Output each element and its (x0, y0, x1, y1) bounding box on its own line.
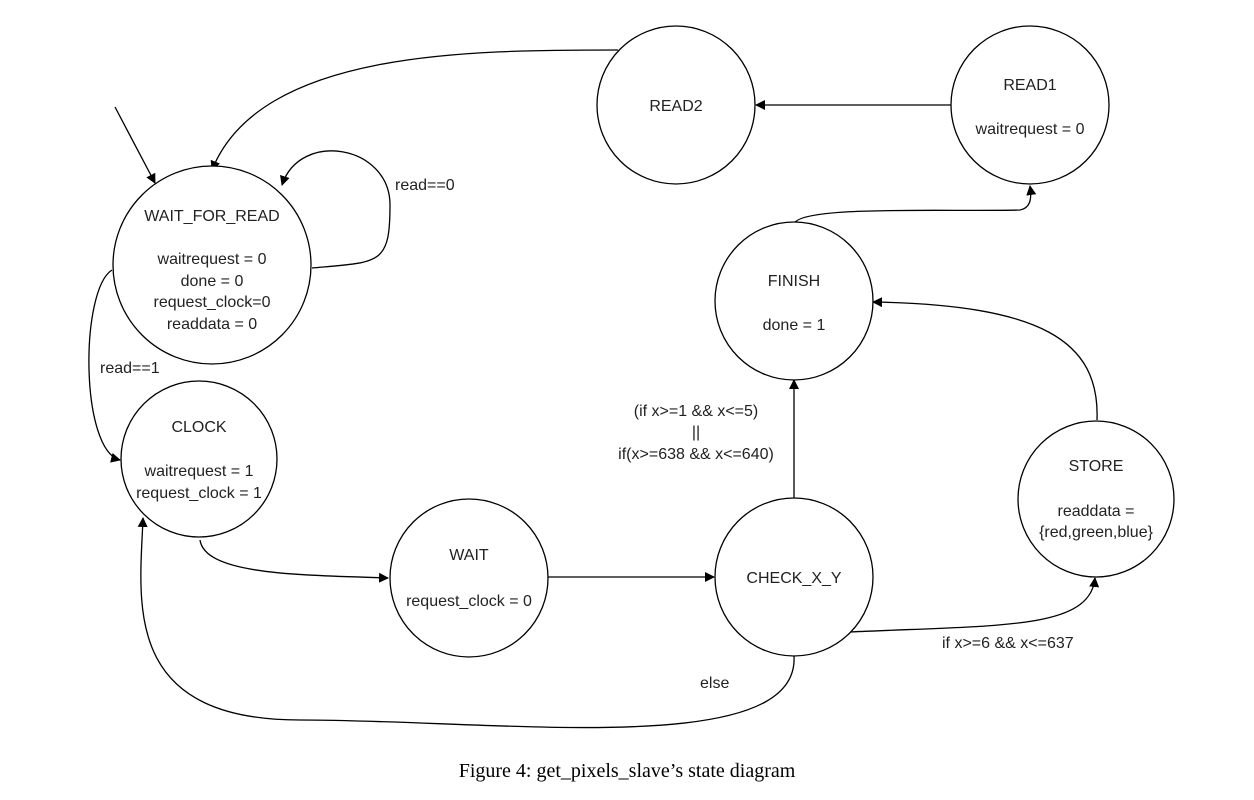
state-read1 (950, 25, 1110, 185)
state-line: readdata = 0 (167, 316, 257, 333)
edge-finish-to-read1 (793, 185, 1037, 225)
state-line: request_clock = 1 (136, 485, 262, 502)
state-wait (389, 498, 549, 658)
initial-arrow (114, 106, 156, 184)
state-store (1017, 420, 1175, 578)
state-read2 (596, 25, 756, 185)
state-title-read2: READ2 (649, 98, 702, 115)
state-title-store: STORE (1069, 458, 1124, 475)
transition-label-check-to-finish: (if x>=1 && x<=5) (634, 403, 759, 420)
state-title-wait: WAIT (449, 547, 489, 564)
state-wait-for-read (112, 165, 312, 365)
transition-label-read-eq-0: read==0 (395, 177, 455, 194)
state-line: readdata = (1058, 503, 1135, 520)
transition-label-else: else (700, 675, 729, 692)
state-title-check-x-y: CHECK_X_Y (746, 570, 841, 587)
edge-read2-to-wait-for-read (210, 49, 619, 171)
state-title-wait-for-read: WAIT_FOR_READ (144, 208, 279, 225)
state-line: done = 1 (763, 317, 826, 334)
state-title-finish: FINISH (768, 273, 820, 290)
transition-label-read-eq-1: read==1 (100, 360, 160, 377)
state-line: request_clock = 0 (406, 593, 532, 610)
edge-wait-for-read-to-clock (88, 269, 121, 463)
edge-store-to-finish (872, 297, 1098, 421)
edge-check-x-y-else-to-clock (137, 517, 795, 729)
edge-clock-to-wait (199, 539, 389, 583)
state-clock (120, 380, 278, 538)
figure-caption: Figure 4: get_pixels_slave’s state diagr… (458, 760, 796, 782)
edge-wait-for-read-self-loop (280, 150, 391, 269)
edge-check-x-y-to-store (849, 577, 1100, 633)
state-finish (714, 221, 874, 381)
state-line: done = 0 (181, 273, 244, 290)
state-line: waitrequest = 0 (975, 121, 1085, 138)
state-title-clock: CLOCK (171, 419, 226, 436)
state-title-read1: READ1 (1003, 77, 1056, 94)
transition-label-check-to-store: if x>=6 && x<=637 (942, 635, 1074, 652)
transition-label-check-to-finish: || (692, 424, 700, 441)
state-check-x-y (714, 497, 874, 657)
transition-label-check-to-finish: if(x>=638 && x<=640) (618, 446, 774, 463)
state-line: waitrequest = 0 (157, 251, 267, 268)
state-line: {red,green,blue} (1039, 524, 1154, 541)
state-line: waitrequest = 1 (144, 463, 254, 480)
state-line: request_clock=0 (154, 294, 271, 311)
